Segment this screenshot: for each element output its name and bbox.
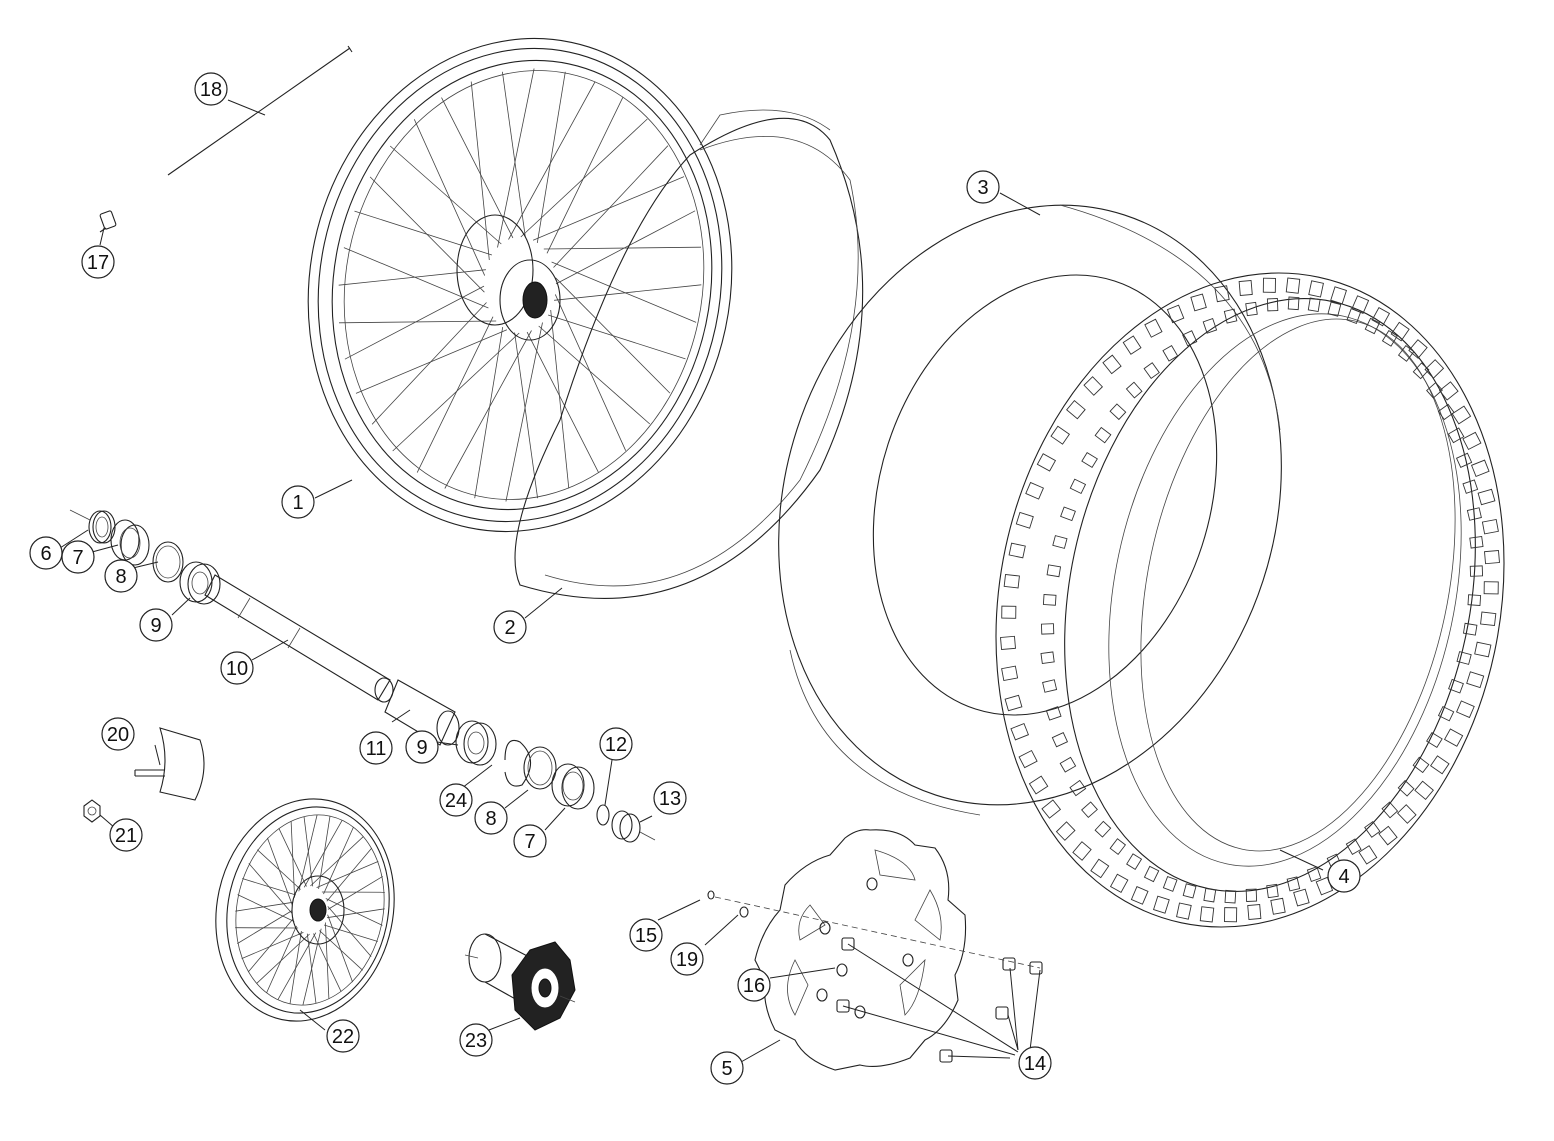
callout-label: 5 bbox=[721, 1058, 732, 1080]
callout-7b: 7 bbox=[513, 824, 547, 858]
callout-label: 14 bbox=[1024, 1053, 1046, 1075]
callout-label: 10 bbox=[226, 658, 248, 680]
tube-valve bbox=[134, 727, 205, 801]
spoke bbox=[167, 47, 351, 176]
callout-17: 17 bbox=[81, 245, 115, 279]
front-wheel-rim bbox=[307, 37, 733, 533]
callout-label: 3 bbox=[977, 177, 988, 199]
callout-label: 1 bbox=[292, 492, 303, 514]
callout-8b: 8 bbox=[474, 801, 508, 835]
seal-ring-right bbox=[523, 746, 557, 790]
callout-11: 11 bbox=[359, 731, 393, 765]
callout-5: 5 bbox=[710, 1051, 744, 1085]
washer bbox=[596, 804, 610, 826]
callout-6: 6 bbox=[29, 536, 63, 570]
callout-label: 19 bbox=[676, 949, 698, 971]
callout-label: 18 bbox=[200, 79, 222, 101]
callout-label: 23 bbox=[465, 1030, 487, 1052]
callout-9b: 9 bbox=[405, 730, 439, 764]
callout-16: 16 bbox=[737, 968, 771, 1002]
callout-12: 12 bbox=[599, 727, 633, 761]
leader-lines bbox=[59, 99, 1324, 1063]
callout-23: 23 bbox=[459, 1023, 493, 1057]
spacer-left bbox=[110, 519, 150, 566]
complete-wheel-assembly bbox=[215, 798, 395, 1022]
spacer-tube bbox=[384, 679, 460, 746]
dust-seal-left bbox=[88, 510, 116, 544]
callout-label: 8 bbox=[485, 808, 496, 830]
callout-label: 22 bbox=[332, 1026, 354, 1048]
inner-tube bbox=[778, 204, 1282, 816]
callout-4: 4 bbox=[1327, 859, 1361, 893]
callout-2: 2 bbox=[493, 610, 527, 644]
callout-1: 1 bbox=[281, 485, 315, 519]
callout-label: 13 bbox=[659, 788, 681, 810]
callout-20: 20 bbox=[101, 717, 135, 751]
rim-tape bbox=[514, 109, 864, 599]
callout-label: 9 bbox=[150, 615, 161, 637]
callout-label: 4 bbox=[1338, 866, 1349, 888]
callout-label: 20 bbox=[107, 724, 129, 746]
callout-label: 8 bbox=[115, 566, 126, 588]
callout-22: 22 bbox=[326, 1019, 360, 1053]
callout-label: 7 bbox=[72, 547, 83, 569]
spacer-right bbox=[551, 763, 595, 810]
callout-7a: 7 bbox=[61, 540, 95, 574]
callout-label: 17 bbox=[87, 252, 109, 274]
callout-13: 13 bbox=[653, 781, 687, 815]
callout-9a: 9 bbox=[139, 608, 173, 642]
callout-label: 24 bbox=[445, 790, 467, 812]
callout-label: 21 bbox=[115, 825, 137, 847]
callout-8a: 8 bbox=[104, 559, 138, 593]
callout-18: 18 bbox=[194, 72, 228, 106]
wheel-hub bbox=[464, 933, 576, 1031]
callout-label: 16 bbox=[743, 975, 765, 997]
callout-19: 19 bbox=[670, 942, 704, 976]
bearing-right bbox=[455, 720, 497, 766]
callout-label: 12 bbox=[605, 734, 627, 756]
callout-label: 11 bbox=[366, 738, 387, 760]
spoke-nipple bbox=[99, 210, 117, 233]
callout-24: 24 bbox=[439, 783, 473, 817]
callout-10: 10 bbox=[220, 651, 254, 685]
circlip bbox=[504, 739, 532, 787]
valve-nut bbox=[83, 799, 101, 823]
brake-disc bbox=[754, 829, 967, 1071]
callout-label: 2 bbox=[504, 617, 515, 639]
callout-label: 6 bbox=[40, 543, 51, 565]
callout-14: 14 bbox=[1018, 1046, 1052, 1080]
callout-label: 9 bbox=[416, 737, 427, 759]
callout-15: 15 bbox=[629, 918, 663, 952]
axle-nut bbox=[611, 810, 656, 843]
callout-21: 21 bbox=[109, 818, 143, 852]
knobby-tire bbox=[995, 272, 1505, 928]
wheel-axle bbox=[69, 509, 394, 703]
callout-label: 15 bbox=[635, 925, 657, 947]
callout-label: 7 bbox=[524, 831, 535, 853]
callout-3: 3 bbox=[966, 170, 1000, 204]
bearing-left bbox=[179, 561, 221, 605]
